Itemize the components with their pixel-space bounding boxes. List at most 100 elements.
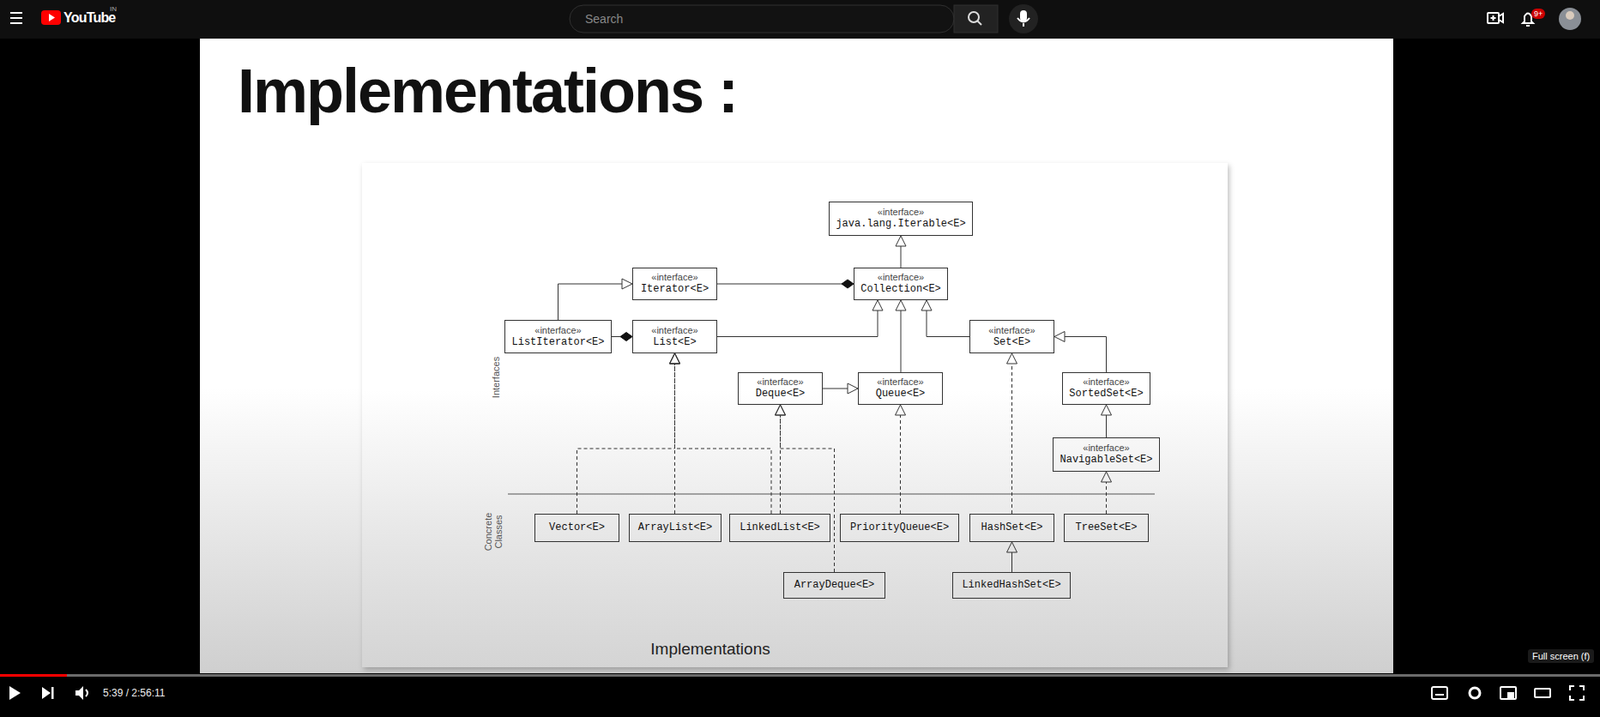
figure-caption: Implementations	[650, 640, 770, 659]
generalization-head	[1007, 542, 1018, 553]
type-name: Iterator<E>	[640, 283, 709, 296]
type-name: LinkedHashSet<E>	[961, 579, 1061, 592]
connector-line	[577, 363, 676, 514]
class-box: ArrayList<E>	[628, 513, 722, 543]
caption-holder: Implementations	[650, 640, 770, 659]
generalization-arrow	[717, 300, 883, 338]
generalization-arrow	[895, 300, 906, 373]
section-label: Interfaces	[490, 343, 502, 412]
connector-line	[1105, 415, 1107, 438]
realization-arrow	[1007, 353, 1018, 514]
menu-icon	[10, 12, 23, 24]
type-name: PriorityQueue<E>	[850, 521, 949, 535]
stereotype-text: «interface»	[651, 271, 698, 284]
interface-box: «interface»Queue<E>	[857, 372, 943, 405]
composition-diamond	[620, 332, 633, 342]
generalization-head	[872, 300, 883, 311]
type-name: ArrayDeque<E>	[794, 579, 876, 592]
generalization-head	[670, 353, 681, 364]
type-name: TreeSet<E>	[1074, 521, 1137, 535]
type-name: HashSet<E>	[980, 521, 1043, 535]
interface-box: «interface»Iterator<E>	[632, 267, 718, 301]
fullscreen-icon	[1569, 686, 1584, 701]
title-holder: Implementations :	[237, 60, 737, 122]
composition-line	[717, 279, 854, 289]
section-label-holder: Interfaces	[490, 343, 502, 412]
realization-arrow	[670, 353, 773, 514]
connector-line	[1105, 482, 1107, 514]
time-display: 5:39 / 2:56:11	[102, 687, 166, 700]
class-box: ArrayDeque<E>	[783, 572, 886, 599]
search-box	[569, 5, 954, 33]
realization-arrow	[895, 404, 906, 514]
stereotype-text: «interface»	[1082, 442, 1130, 454]
connector-line	[900, 246, 902, 268]
composition-diamond	[841, 279, 854, 289]
realization-arrow	[1101, 471, 1112, 514]
generalization-head	[895, 300, 906, 311]
interface-box: «interface»NavigableSet<E>	[1052, 437, 1160, 472]
generalization-arrow	[1007, 542, 1018, 573]
class-box: Vector<E>	[534, 513, 620, 543]
type-name: SortedSet<E>	[1068, 387, 1143, 401]
region-code: IN	[109, 5, 117, 13]
type-name: List<E>	[652, 336, 696, 350]
type-name: Vector<E>	[549, 521, 605, 535]
generalization-arrow	[558, 278, 634, 320]
generalization-arrow	[822, 383, 858, 394]
class-box: HashSet<E>	[969, 513, 1055, 543]
search-button	[953, 5, 998, 33]
avatar-face	[1565, 11, 1575, 20]
generalization-head	[1054, 332, 1065, 343]
type-name: Set<E>	[993, 336, 1031, 350]
composition-line	[611, 332, 633, 342]
tooltip: Full screen (f)	[1527, 649, 1594, 664]
connector-line	[779, 415, 781, 514]
connector-line	[822, 388, 848, 390]
class-box: PriorityQueue<E>	[839, 513, 960, 543]
connector-line	[780, 415, 835, 573]
separator-line	[507, 494, 1155, 496]
stereotype-text: «interface»	[876, 376, 924, 388]
generalization-head	[775, 404, 786, 416]
connector-line	[1011, 363, 1013, 514]
connector-line	[1064, 337, 1107, 374]
type-name: Collection<E>	[860, 283, 942, 296]
class-box: LinkedList<E>	[729, 513, 831, 543]
connector-line	[926, 310, 970, 338]
create-icon	[1487, 12, 1504, 24]
generalization-head	[621, 278, 633, 290]
generalization-head	[1007, 353, 1018, 364]
play-icon	[9, 686, 21, 701]
generalization-head	[895, 235, 906, 247]
time-display-holder: 5:39 / 2:56:11	[102, 687, 166, 700]
generalization-head	[895, 404, 906, 416]
theater-icon	[1534, 688, 1551, 698]
connector-line	[717, 283, 842, 285]
generalization-head	[1101, 404, 1112, 416]
progress-played	[0, 674, 67, 677]
stereotype-text: «interface»	[756, 376, 804, 388]
generalization-arrow	[895, 235, 906, 268]
interface-box: «interface»ListIterator<E>	[504, 320, 612, 354]
avatar	[1558, 7, 1582, 31]
type-name: Queue<E>	[875, 387, 926, 401]
type-name: Deque<E>	[755, 387, 806, 401]
search-icon	[968, 12, 982, 25]
settings-icon	[1469, 688, 1480, 699]
generalization-head	[1101, 471, 1112, 483]
search-placeholder: Search	[585, 12, 623, 26]
connector-line	[900, 310, 902, 373]
next-icon	[42, 687, 55, 700]
generalization-arrow	[1101, 404, 1112, 438]
search-placeholder-holder: Search	[585, 12, 623, 26]
generalization-head	[670, 353, 681, 364]
connector-line	[1011, 552, 1013, 573]
slide-title: Implementations :	[237, 60, 737, 122]
progress-track	[0, 674, 1600, 677]
generalization-head	[775, 404, 786, 416]
interface-box: «interface»java.lang.Iterable<E>	[828, 201, 973, 236]
generalization-head	[670, 353, 681, 364]
image-panel	[362, 163, 1228, 668]
tooltip-holder: Full screen (f)	[1527, 649, 1594, 664]
